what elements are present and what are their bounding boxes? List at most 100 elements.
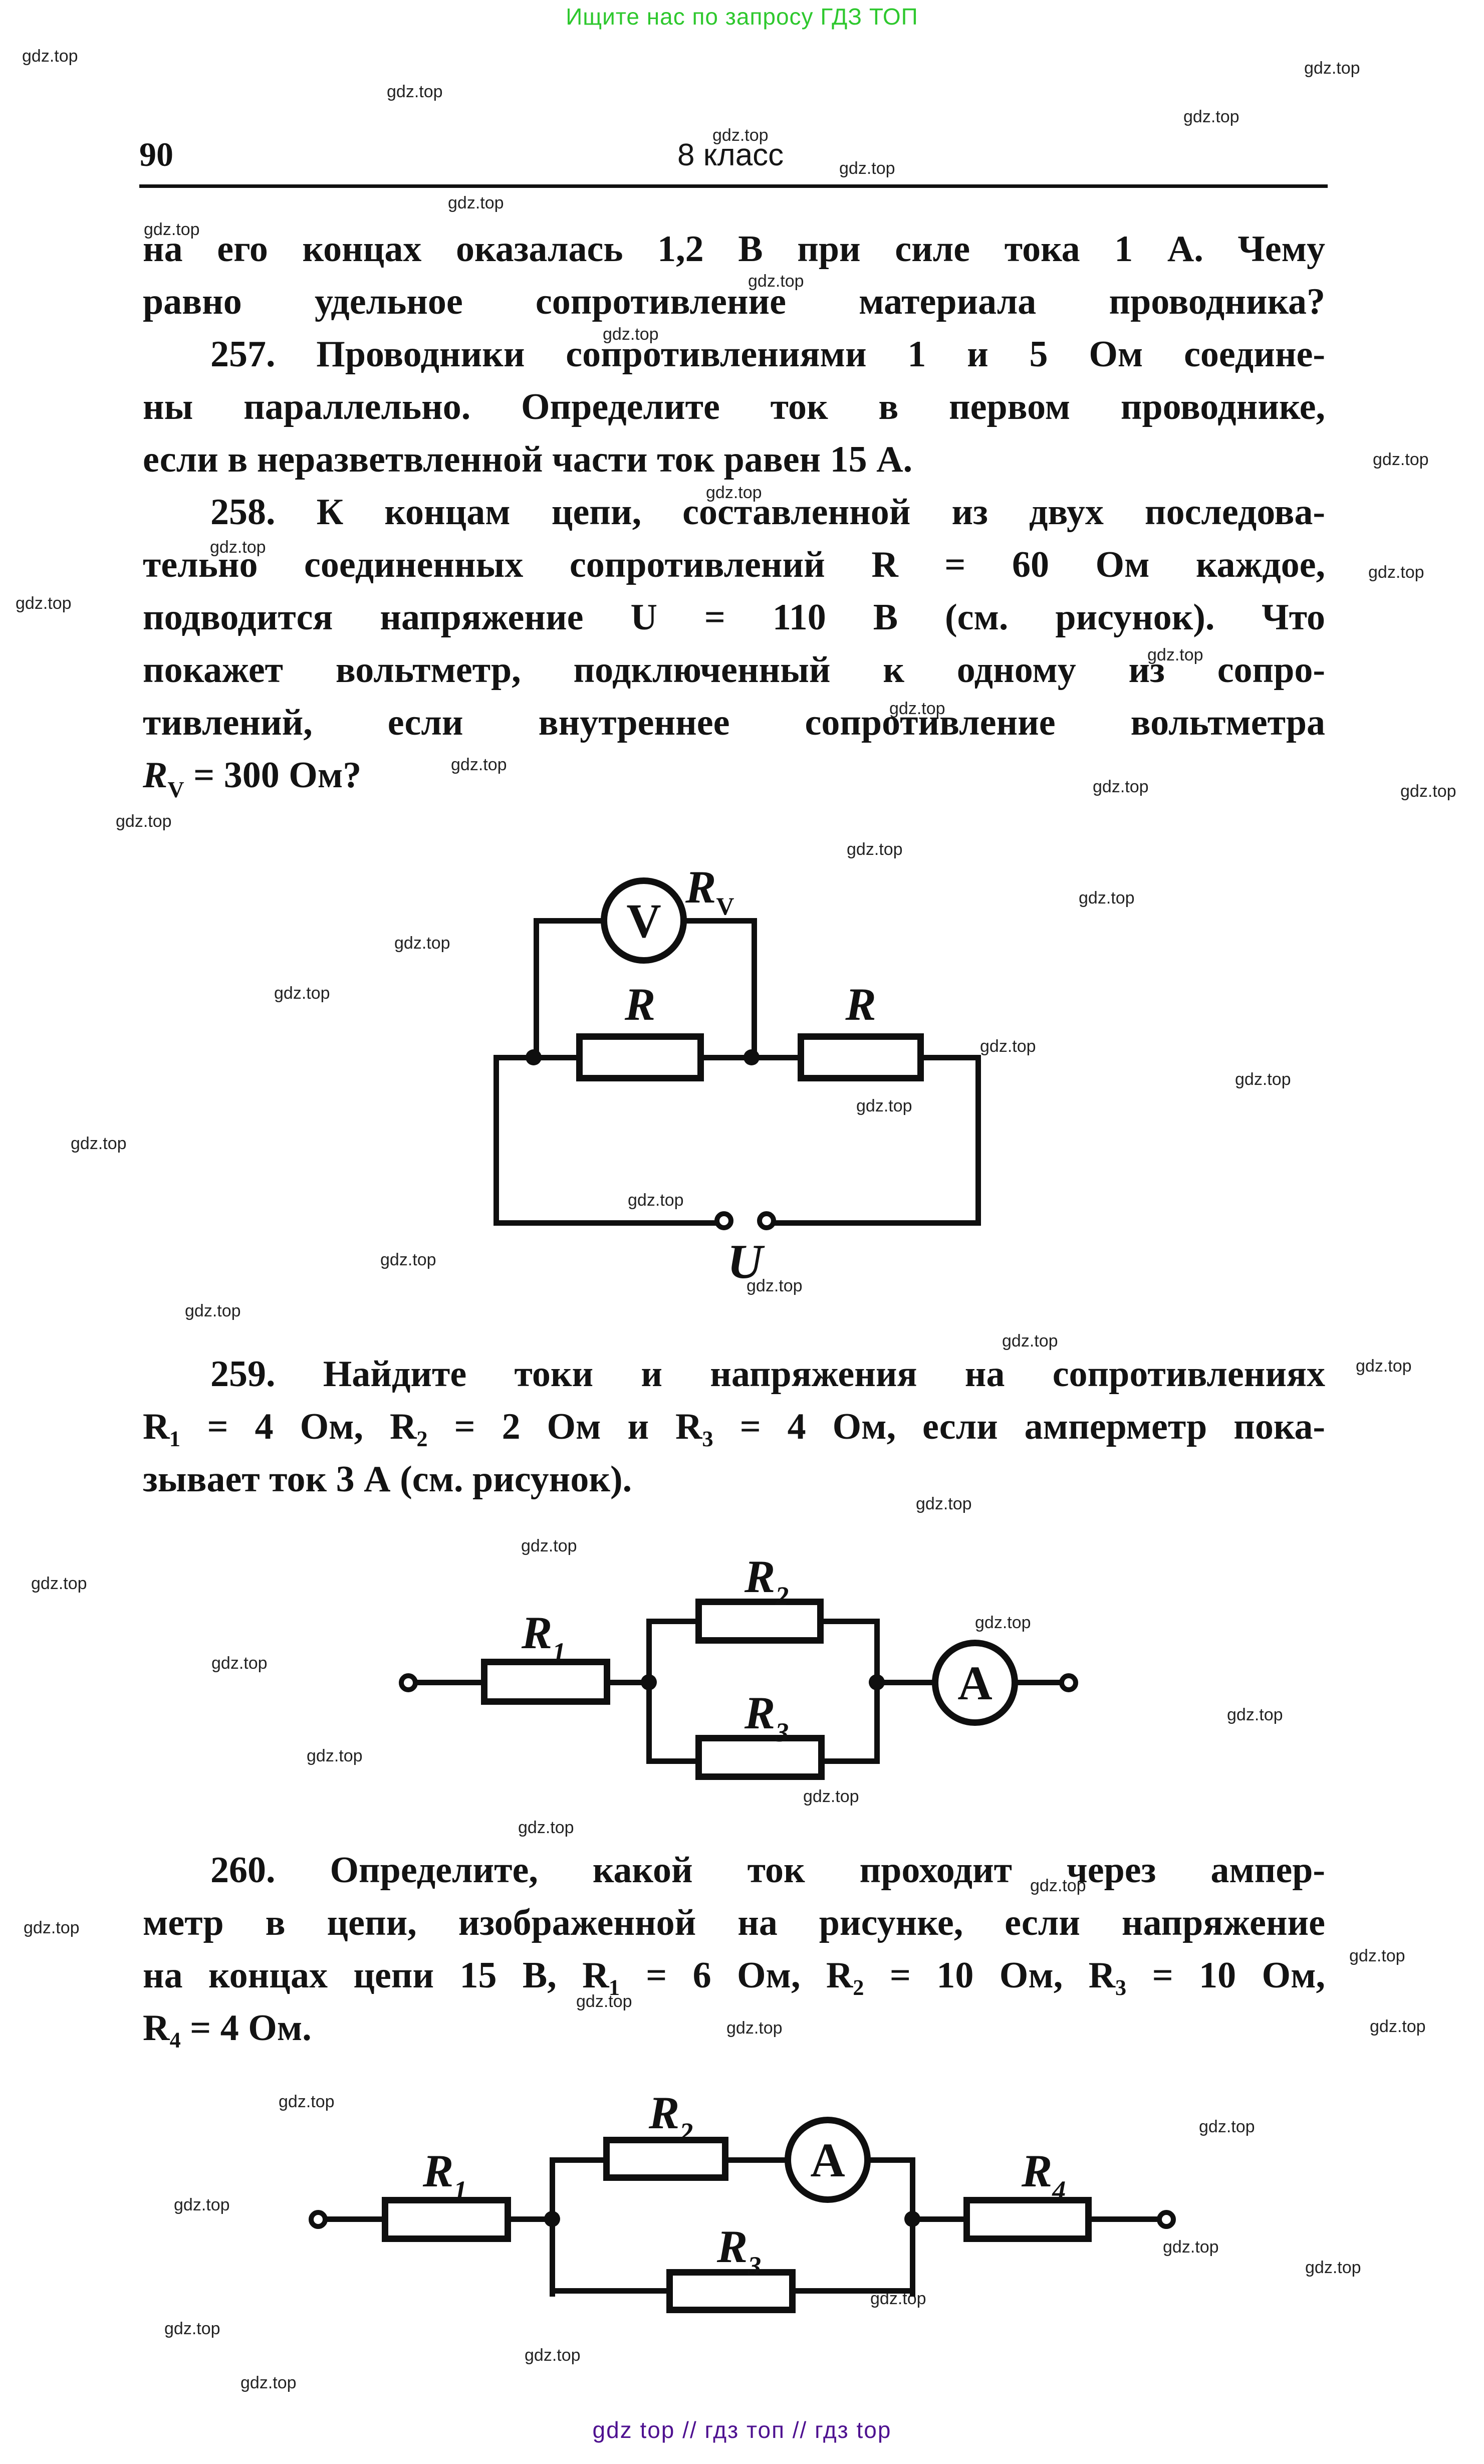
watermark: gdz.top (839, 159, 895, 178)
paragraph-line: R₁ = 4 Ом, R₂ = 2 Ом и R₃ = 4 Ом, если а… (143, 1406, 1325, 1447)
watermark: gdz.top (71, 1134, 127, 1153)
watermark: gdz.top (980, 1037, 1036, 1056)
wire (975, 1055, 981, 1226)
ammeter-letter: A (957, 1656, 993, 1710)
paragraph-line: равно удельное сопротивление материала п… (143, 281, 1325, 322)
watermark: gdz.top (22, 47, 78, 66)
watermark: gdz.top (24, 1918, 80, 1937)
terminal (1157, 2210, 1176, 2229)
resistor-label: R2 (744, 1551, 789, 1611)
watermark: gdz.top (387, 82, 443, 101)
source-voltage-label: U (727, 1235, 763, 1289)
terminal (1059, 1673, 1078, 1692)
watermark: gdz.top (916, 1494, 972, 1513)
resistor-box-r1 (481, 1659, 610, 1705)
watermark: gdz.top (628, 1191, 684, 1210)
wire (874, 1619, 880, 1764)
watermark: gdz.top (712, 126, 769, 145)
watermark: gdz.top (274, 984, 330, 1003)
paragraph-line: если в неразветвленной части ток равен 1… (143, 439, 913, 480)
footer-watermark: gdz top // гдз топ // гдз top (592, 2417, 892, 2443)
resistor-box-r2 (695, 1599, 824, 1644)
watermark: gdz.top (31, 1574, 87, 1593)
watermark: gdz.top (448, 193, 504, 212)
resistor-box-r1 (576, 1033, 704, 1081)
paragraph-line: тивлений, если внутреннее сопротивление … (143, 702, 1325, 743)
watermark: gdz.top (1079, 888, 1135, 908)
watermark: gdz.top (211, 1654, 268, 1673)
watermark: gdz.top (1400, 782, 1456, 801)
watermark: gdz.top (1183, 107, 1240, 126)
page-number: 90 (139, 135, 173, 173)
terminal (757, 1211, 776, 1230)
wire (534, 918, 539, 1060)
watermark: gdz.top (174, 2195, 230, 2214)
wire (511, 2216, 553, 2222)
watermark: gdz.top (1093, 777, 1149, 796)
terminal (714, 1211, 733, 1230)
paragraph-line: R₄ = 4 Ом. (143, 2007, 312, 2049)
header-rule (139, 184, 1328, 188)
watermark: gdz.top (1147, 645, 1203, 664)
paragraph-problem-259: 259. Найдите токи и напряжения на сопрот… (143, 1348, 1325, 1506)
watermark: gdz.top (1199, 2117, 1255, 2136)
var-r-subscript: V (167, 777, 184, 802)
watermark: gdz.top (525, 2346, 581, 2365)
watermark: gdz.top (144, 220, 200, 239)
resistor-box-r3 (666, 2269, 796, 2313)
watermark: gdz.top (1304, 59, 1360, 78)
watermark: gdz.top (726, 2019, 783, 2038)
wire (915, 2216, 965, 2222)
watermark: gdz.top (975, 1613, 1031, 1632)
equation-rest: = 300 Ом? (184, 755, 362, 796)
paragraph-intro: на его концах оказалась 1,2 В при силе т… (143, 223, 1325, 328)
resistor-label: R1 (521, 1607, 566, 1667)
resistor-box-r1 (382, 2197, 511, 2242)
var-r: R (143, 755, 168, 796)
paragraph-line: 257. Проводники сопротивлениями 1 и 5 Ом… (210, 334, 1325, 375)
wire (493, 1220, 725, 1226)
watermark: gdz.top (847, 840, 903, 859)
wire (910, 2157, 915, 2297)
watermark: gdz.top (803, 1787, 859, 1806)
watermark: gdz.top (185, 1301, 241, 1320)
voltmeter: V (601, 877, 687, 964)
watermark: gdz.top (518, 1818, 574, 1837)
watermark: gdz.top (1163, 2237, 1219, 2257)
voltmeter-letter: V (626, 893, 661, 948)
junction-dot (641, 1674, 657, 1690)
watermark: gdz.top (748, 272, 804, 291)
resistor-box-r2 (603, 2137, 728, 2181)
wire (766, 1220, 981, 1226)
wire (646, 1619, 652, 1764)
watermark: gdz.top (164, 2319, 220, 2338)
resistor-label: R3 (744, 1687, 789, 1747)
watermark: gdz.top (706, 483, 762, 502)
promo-banner: Ищите нас по запросу ГДЗ ТОП (566, 4, 918, 30)
resistor-label: R4 (1021, 2145, 1066, 2205)
wire (493, 1055, 499, 1226)
paragraph-problem-258: 258. К концам цепи, составленной из двух… (143, 486, 1325, 802)
resistor-box-r3 (695, 1735, 825, 1780)
wire (1092, 2216, 1162, 2222)
watermark: gdz.top (603, 325, 659, 344)
terminal (309, 2210, 328, 2229)
watermark: gdz.top (521, 1536, 577, 1555)
resistor-label: R (624, 979, 656, 1030)
paragraph-line: покажет вольтметр, подключенный к одному… (143, 649, 1325, 691)
watermark: gdz.top (307, 1746, 363, 1765)
resistor-label-rv: RV (685, 861, 734, 920)
watermark: gdz.top (1030, 1876, 1086, 1895)
watermark: gdz.top (279, 2092, 335, 2111)
resistor-box-r4 (963, 2197, 1092, 2242)
wire (493, 1055, 981, 1060)
junction-dot (526, 1049, 542, 1065)
paragraph-line: тельно соединенных сопротивлений R = 60 … (143, 544, 1325, 585)
paragraph-line: 260. Определите, какой ток проходит чере… (210, 1850, 1325, 1891)
wire (550, 2157, 915, 2163)
junction-dot (544, 2211, 560, 2227)
wire (408, 1680, 483, 1685)
wire (610, 1680, 652, 1685)
watermark: gdz.top (1356, 1357, 1412, 1376)
paragraph-problem-257: 257. Проводники сопротивлениями 1 и 5 Ом… (143, 328, 1325, 486)
